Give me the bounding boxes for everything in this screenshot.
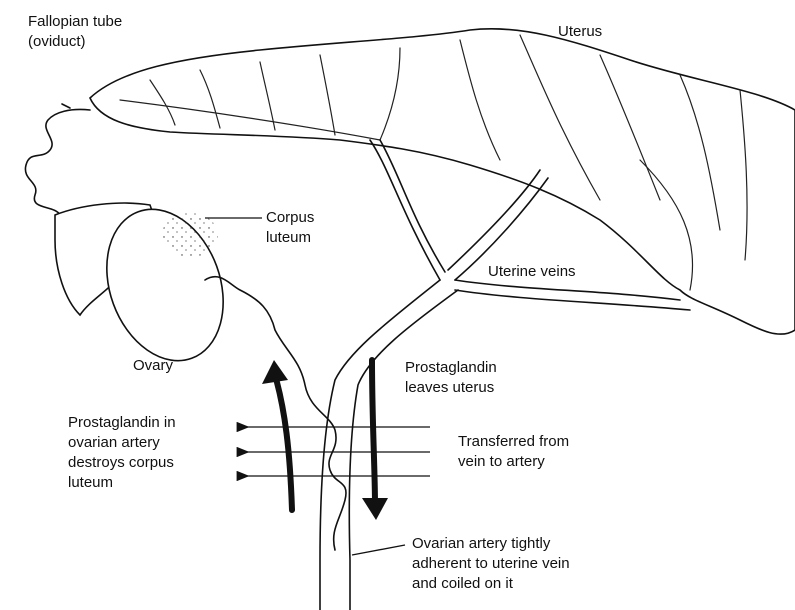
label-ovarian-artery-line1: Ovarian artery tightly xyxy=(412,535,551,552)
label-corpus-luteum-line2: luteum xyxy=(266,229,311,246)
upward-flow-arrowhead xyxy=(262,360,288,384)
label-fallopian-tube-line1: Fallopian tube xyxy=(28,13,122,30)
label-uterus: Uterus xyxy=(558,23,602,40)
label-prostaglandin-in-line4: luteum xyxy=(68,474,113,491)
downward-flow-arrowhead xyxy=(362,498,388,520)
label-prostaglandin-leaves-line2: leaves uterus xyxy=(405,379,494,396)
downward-flow-arrow xyxy=(372,360,375,505)
label-prostaglandin-in-line2: ovarian artery xyxy=(68,434,160,451)
label-transferred-line1: Transferred from xyxy=(458,433,569,450)
label-ovary: Ovary xyxy=(133,357,174,374)
label-uterine-veins: Uterine veins xyxy=(488,263,576,280)
artery-label-leader xyxy=(352,545,405,555)
fallopian-tube-edge xyxy=(62,104,70,108)
label-corpus-luteum-line1: Corpus xyxy=(266,209,314,226)
label-prostaglandin-leaves-line1: Prostaglandin xyxy=(405,359,497,376)
fallopian-tube xyxy=(25,109,90,215)
upward-flow-arrow xyxy=(275,375,292,510)
label-transferred-line2: vein to artery xyxy=(458,453,545,470)
label-ovarian-artery-line3: and coiled on it xyxy=(412,575,514,592)
ovarian-artery xyxy=(205,277,346,550)
label-fallopian-tube-line2: (oviduct) xyxy=(28,33,86,50)
label-ovarian-artery-line2: adherent to uterine vein xyxy=(412,555,570,572)
corpus-luteum xyxy=(162,213,218,257)
label-prostaglandin-in-line1: Prostaglandin in xyxy=(68,414,176,431)
label-prostaglandin-in-line3: destroys corpus xyxy=(68,454,174,471)
